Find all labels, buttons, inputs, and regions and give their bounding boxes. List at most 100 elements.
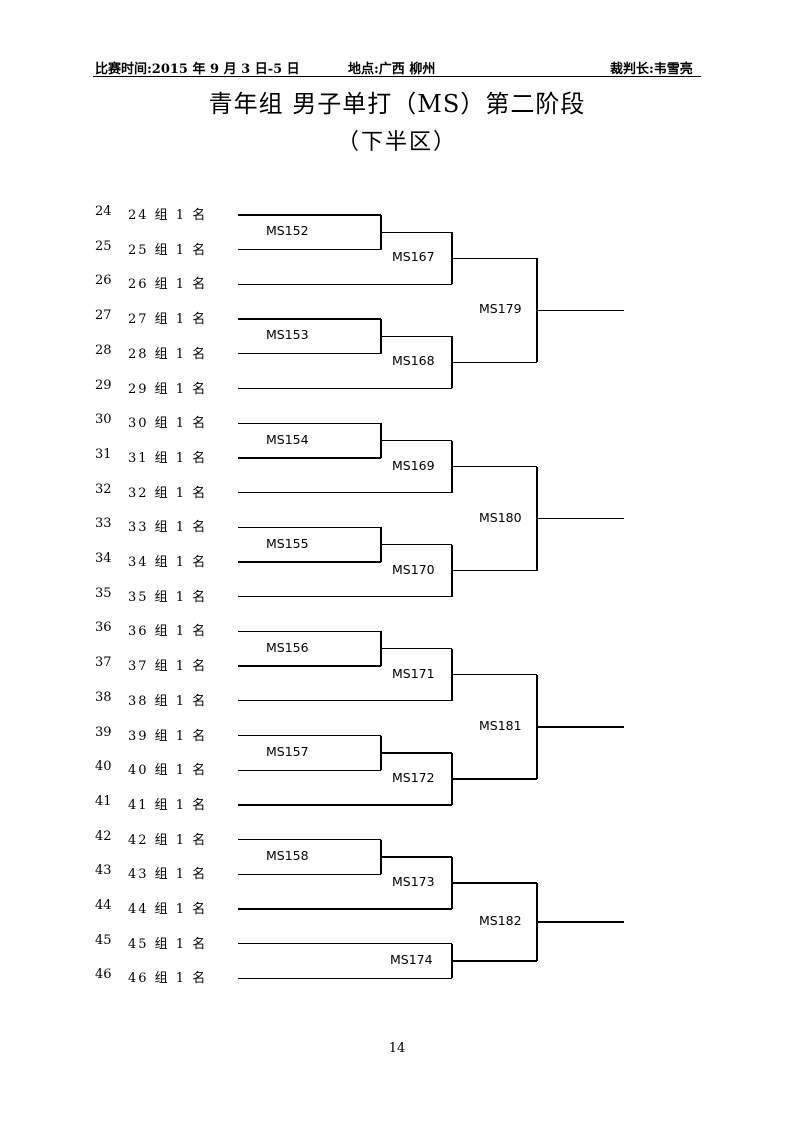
bracket-line xyxy=(536,258,538,363)
entry-seed: 45 xyxy=(95,932,112,948)
bracket-line xyxy=(238,908,452,910)
bracket-line xyxy=(381,335,452,338)
bracket-line xyxy=(380,423,382,458)
entry-name: 37 组 1 名 xyxy=(128,659,208,675)
bracket-line xyxy=(238,665,381,667)
entry-seed: 36 xyxy=(95,620,112,636)
match-label: MS173 xyxy=(392,873,435,889)
entry-name: 27 组 1 名 xyxy=(128,312,208,328)
entry-name: 28 组 1 名 xyxy=(128,346,208,362)
entry-name: 40 组 1 名 xyxy=(128,763,208,779)
header-venue: 地点:广西 柳州 xyxy=(348,62,436,77)
entry-seed: 33 xyxy=(95,516,112,532)
entry-name: 34 组 1 名 xyxy=(128,555,208,570)
bracket-line xyxy=(381,752,452,754)
entry-seed: 24 xyxy=(95,204,112,219)
entry-name: 36 组 1 名 xyxy=(128,624,208,640)
match-label: MS167 xyxy=(392,249,435,265)
entry-seed: 30 xyxy=(95,412,112,428)
header-time: 比赛时间:2015 年 9 月 3 日-5 日 xyxy=(95,62,300,77)
bracket-line xyxy=(238,700,452,702)
entry-seed: 27 xyxy=(95,308,112,324)
entry-name: 39 组 1 名 xyxy=(128,728,208,744)
bracket-line xyxy=(238,734,381,737)
bracket-line xyxy=(451,544,453,597)
entry-name: 35 组 1 名 xyxy=(128,589,208,605)
entry-seed: 37 xyxy=(95,655,112,671)
bracket-line xyxy=(537,726,624,728)
entry-name: 26 组 1 名 xyxy=(128,277,208,293)
entry-seed: 44 xyxy=(95,898,112,913)
entry-seed: 42 xyxy=(95,828,112,844)
bracket-line xyxy=(536,466,538,571)
bracket-line xyxy=(381,543,452,546)
entry-name: 43 组 1 名 xyxy=(128,867,208,883)
entry-name: 46 组 1 名 xyxy=(128,971,208,987)
entry-name: 38 组 1 名 xyxy=(128,693,208,709)
bracket-line xyxy=(381,856,452,858)
bracket-line xyxy=(238,457,381,459)
match-label: MS158 xyxy=(266,847,309,863)
entry-seed: 35 xyxy=(95,585,112,601)
bracket-line xyxy=(537,309,624,312)
entry-name: 24 组 1 名 xyxy=(128,208,208,223)
match-label: MS181 xyxy=(479,717,522,733)
entry-seed: 26 xyxy=(95,273,112,289)
bracket-line xyxy=(452,465,537,468)
match-label: MS170 xyxy=(392,561,435,577)
bracket-line xyxy=(451,336,453,389)
entry-seed: 46 xyxy=(95,967,112,983)
bracket-line xyxy=(452,778,537,780)
bracket-line xyxy=(451,943,453,979)
bracket-line xyxy=(452,257,537,260)
match-label: MS179 xyxy=(479,301,522,317)
bracket-line xyxy=(451,232,453,285)
entry-name: 25 组 1 名 xyxy=(128,242,208,258)
bracket-line xyxy=(238,422,381,424)
bracket-line xyxy=(238,873,381,875)
bracket-line xyxy=(381,231,452,234)
entry-seed: 40 xyxy=(95,759,112,775)
bracket-line xyxy=(451,752,453,805)
entry-seed: 34 xyxy=(95,551,112,566)
entry-seed: 28 xyxy=(95,342,112,358)
bracket-line xyxy=(452,569,537,572)
match-label: MS169 xyxy=(392,457,435,473)
match-label: MS153 xyxy=(266,327,309,343)
entry-name: 31 组 1 名 xyxy=(128,450,208,466)
header-rule xyxy=(93,76,701,77)
entry-name: 44 组 1 名 xyxy=(128,902,208,917)
bracket-line xyxy=(451,856,453,909)
bracket-line xyxy=(452,361,537,364)
bracket-line xyxy=(452,960,537,962)
bracket-line xyxy=(238,630,381,633)
bracket-line xyxy=(238,769,381,771)
entry-name: 32 组 1 名 xyxy=(128,485,208,501)
match-label: MS154 xyxy=(266,431,309,447)
page-title: 青年组 男子单打（MS）第二阶段 xyxy=(208,90,586,118)
entry-name: 42 组 1 名 xyxy=(128,832,208,848)
entry-seed: 38 xyxy=(95,689,112,705)
match-label: MS157 xyxy=(266,743,309,759)
bracket-line xyxy=(537,921,624,923)
entry-seed: 29 xyxy=(95,377,112,393)
entry-seed: 41 xyxy=(95,793,112,809)
bracket-line xyxy=(451,440,453,493)
match-label: MS182 xyxy=(479,913,522,928)
page-number: 14 xyxy=(388,1041,406,1056)
entry-name: 41 组 1 名 xyxy=(128,797,208,813)
page-subtitle: （下半区） xyxy=(336,130,457,155)
bracket-line xyxy=(238,838,381,841)
match-label: MS152 xyxy=(266,223,309,239)
entry-name: 45 组 1 名 xyxy=(128,936,208,952)
entry-seed: 32 xyxy=(95,481,112,497)
match-label: MS168 xyxy=(392,353,435,369)
entry-name: 33 组 1 名 xyxy=(128,520,208,536)
bracket-line xyxy=(238,318,381,320)
bracket-line xyxy=(380,319,382,354)
entry-name: 30 组 1 名 xyxy=(128,416,208,432)
bracket-line xyxy=(381,648,452,650)
match-label: MS171 xyxy=(392,665,435,681)
bracket-line xyxy=(451,648,453,701)
bracket-line xyxy=(380,735,382,771)
